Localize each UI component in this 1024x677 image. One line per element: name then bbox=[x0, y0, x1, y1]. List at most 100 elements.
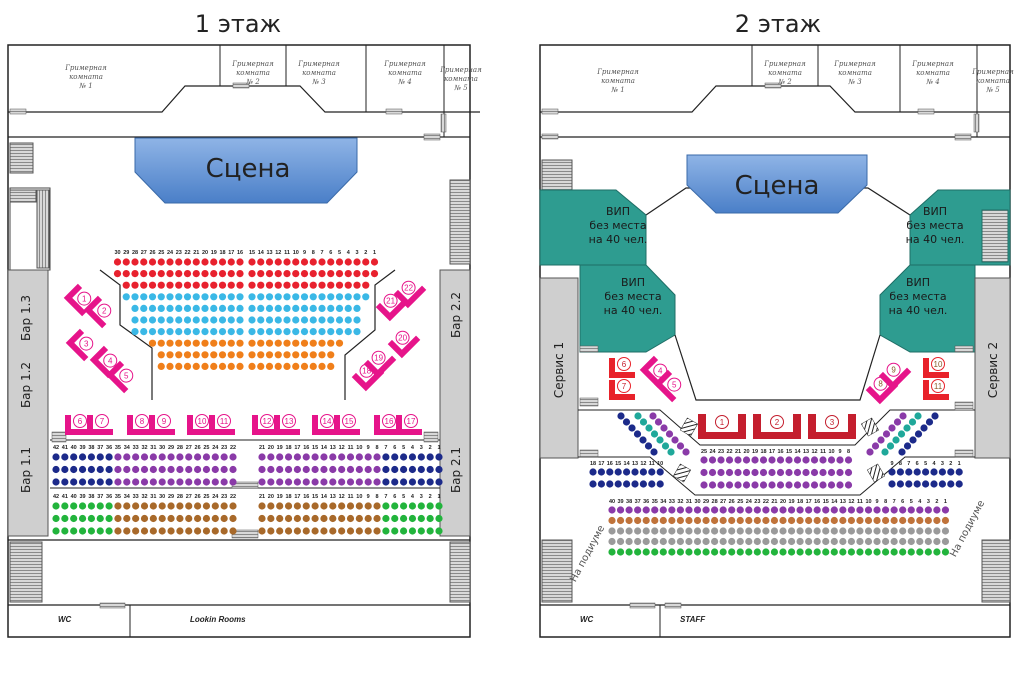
table[interactable]: 17 bbox=[396, 414, 422, 436]
seat[interactable] bbox=[745, 537, 753, 546]
seat[interactable] bbox=[335, 328, 344, 336]
seat[interactable] bbox=[218, 304, 227, 312]
seat[interactable] bbox=[888, 424, 896, 432]
seat[interactable] bbox=[140, 465, 149, 474]
seat[interactable] bbox=[400, 502, 408, 510]
seat[interactable] bbox=[122, 281, 130, 289]
seat[interactable] bbox=[210, 339, 218, 347]
seat[interactable] bbox=[728, 516, 736, 525]
seat[interactable] bbox=[338, 465, 346, 474]
seat[interactable] bbox=[728, 506, 736, 514]
seat[interactable] bbox=[426, 514, 434, 523]
seat[interactable] bbox=[700, 481, 708, 489]
seat[interactable] bbox=[218, 351, 227, 359]
seat[interactable] bbox=[685, 527, 693, 535]
seat[interactable] bbox=[183, 293, 192, 301]
seat[interactable] bbox=[762, 548, 770, 556]
seat[interactable] bbox=[175, 281, 183, 289]
seat[interactable] bbox=[157, 328, 165, 336]
seat[interactable] bbox=[426, 478, 434, 486]
seat[interactable] bbox=[175, 362, 183, 370]
seat[interactable] bbox=[362, 281, 370, 289]
seat[interactable] bbox=[167, 465, 175, 474]
seat[interactable] bbox=[149, 465, 157, 474]
seat[interactable] bbox=[210, 293, 218, 301]
seat[interactable] bbox=[700, 456, 708, 464]
seat[interactable] bbox=[175, 293, 183, 301]
seat[interactable] bbox=[759, 456, 768, 464]
seat[interactable] bbox=[210, 362, 218, 370]
seat[interactable] bbox=[742, 481, 751, 489]
seat[interactable] bbox=[634, 548, 642, 556]
seat[interactable] bbox=[882, 527, 890, 535]
seat[interactable] bbox=[267, 453, 275, 461]
seat[interactable] bbox=[167, 453, 175, 461]
seat[interactable] bbox=[373, 502, 381, 510]
seat[interactable] bbox=[905, 468, 913, 476]
seat[interactable] bbox=[711, 527, 719, 535]
table[interactable]: 3 bbox=[65, 328, 99, 362]
seat[interactable] bbox=[52, 527, 60, 535]
seat[interactable] bbox=[651, 527, 659, 535]
seat[interactable] bbox=[300, 258, 309, 266]
seat[interactable] bbox=[123, 478, 131, 486]
seat[interactable] bbox=[185, 465, 193, 474]
seat[interactable] bbox=[899, 527, 907, 535]
table[interactable]: 1 bbox=[698, 414, 746, 439]
seat[interactable] bbox=[220, 502, 228, 510]
seat[interactable] bbox=[642, 537, 650, 546]
seat[interactable] bbox=[300, 351, 309, 359]
seat[interactable] bbox=[248, 328, 256, 336]
seat[interactable] bbox=[639, 468, 648, 476]
seat[interactable] bbox=[890, 506, 898, 514]
seat[interactable] bbox=[201, 258, 209, 266]
seat[interactable] bbox=[185, 478, 193, 486]
seat[interactable] bbox=[796, 527, 804, 535]
seat[interactable] bbox=[176, 514, 184, 523]
seat[interactable] bbox=[140, 502, 149, 510]
seat[interactable] bbox=[131, 270, 139, 278]
seat[interactable] bbox=[61, 514, 69, 523]
seat[interactable] bbox=[167, 514, 175, 523]
seat[interactable] bbox=[685, 516, 693, 525]
seat[interactable] bbox=[276, 527, 284, 535]
seat[interactable] bbox=[248, 362, 256, 370]
seat[interactable] bbox=[87, 478, 95, 486]
seat[interactable] bbox=[736, 506, 744, 514]
seat[interactable] bbox=[362, 258, 370, 266]
seat[interactable] bbox=[329, 527, 337, 535]
seat[interactable] bbox=[123, 527, 131, 535]
seat[interactable] bbox=[227, 339, 235, 347]
seat[interactable] bbox=[355, 453, 363, 461]
seat[interactable] bbox=[192, 351, 200, 359]
seat[interactable] bbox=[364, 478, 372, 486]
seat[interactable] bbox=[907, 548, 915, 556]
seat[interactable] bbox=[140, 478, 149, 486]
seat[interactable] bbox=[274, 293, 282, 301]
seat[interactable] bbox=[938, 480, 947, 488]
seat[interactable] bbox=[856, 506, 864, 514]
seat[interactable] bbox=[631, 480, 639, 488]
seat[interactable] bbox=[78, 527, 87, 535]
seat[interactable] bbox=[302, 453, 310, 461]
seat[interactable] bbox=[924, 506, 932, 514]
seat[interactable] bbox=[693, 548, 702, 556]
seat[interactable] bbox=[194, 502, 202, 510]
seat[interactable] bbox=[283, 339, 291, 347]
seat[interactable] bbox=[671, 436, 679, 444]
seat[interactable] bbox=[899, 516, 907, 525]
seat[interactable] bbox=[292, 351, 300, 359]
seat[interactable] bbox=[417, 514, 425, 523]
seat[interactable] bbox=[140, 527, 149, 535]
seat[interactable] bbox=[634, 527, 642, 535]
seat[interactable] bbox=[96, 478, 104, 486]
seat[interactable] bbox=[183, 328, 192, 336]
seat[interactable] bbox=[622, 418, 631, 426]
seat[interactable] bbox=[346, 465, 355, 474]
seat[interactable] bbox=[751, 456, 759, 464]
seat[interactable] bbox=[248, 351, 256, 359]
seat[interactable] bbox=[202, 527, 211, 535]
seat[interactable] bbox=[176, 527, 184, 535]
seat[interactable] bbox=[293, 478, 301, 486]
seat[interactable] bbox=[676, 548, 685, 556]
